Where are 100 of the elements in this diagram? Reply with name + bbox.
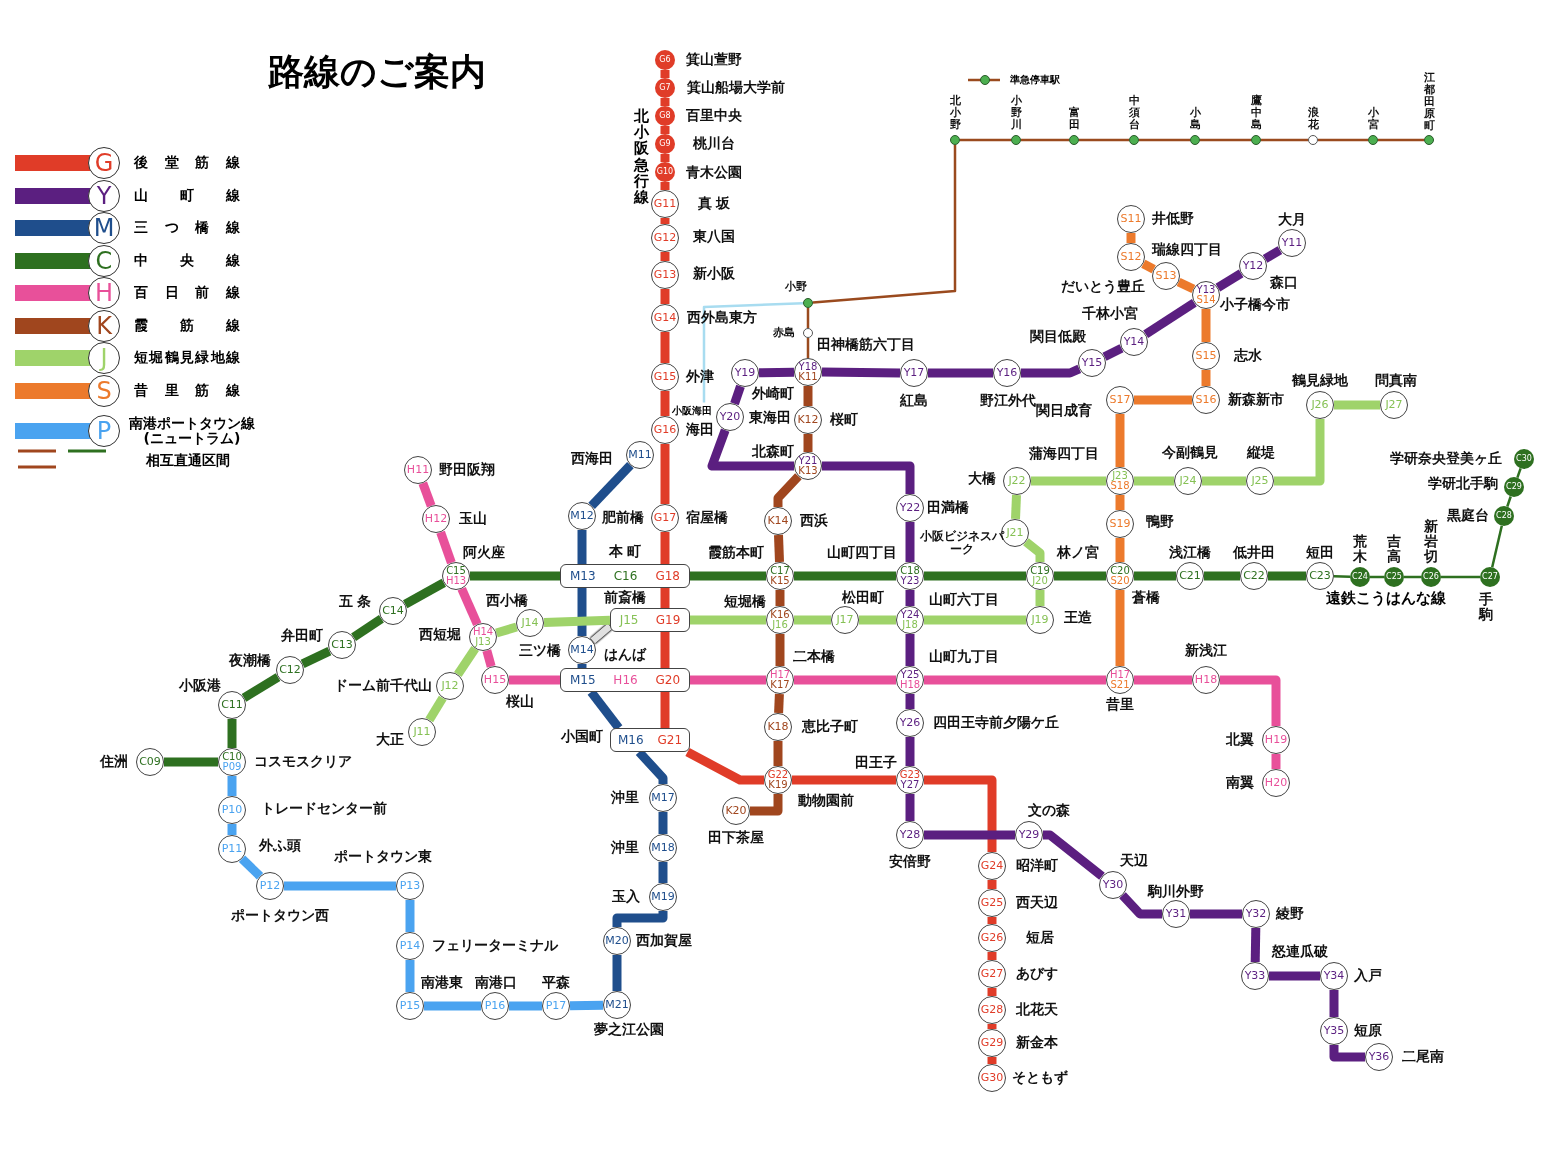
route-line [794, 675, 896, 685]
station-name: 低井田 [1233, 545, 1275, 561]
legend-label: 後堂筋線 [134, 155, 240, 171]
route-line [924, 775, 997, 852]
legend-label: 短堀鶴見緑地線 [134, 350, 240, 366]
station-name: 箕山船場大学前 [687, 80, 785, 96]
station-code: G7 [659, 83, 671, 93]
station-name: 井低野 [1152, 211, 1194, 227]
station-code: J27 [1385, 399, 1403, 411]
station-code: H14 [472, 626, 494, 637]
station-name: 東海田 [749, 410, 791, 426]
station-code: M11 [628, 449, 652, 461]
station-name: 学研北手駒 [1428, 476, 1498, 492]
station-code: C30 [1516, 454, 1532, 464]
station-name: 野田阪翔 [439, 462, 495, 478]
map-title: 路線のご案内 [268, 50, 486, 94]
station-name: 夜潮橋 [229, 653, 271, 669]
route-line [1250, 927, 1261, 963]
route-line [1176, 277, 1196, 294]
station-name: 動物園前 [798, 793, 854, 809]
legend-label: 霞筋線 [134, 318, 240, 334]
station-code: J24 [1179, 475, 1197, 487]
station-name: 森口 [1270, 275, 1298, 291]
route-line [660, 126, 670, 134]
station-name: 北小野 [949, 95, 961, 131]
station-code: S11 [1120, 213, 1142, 225]
station-name: 西小橋 [486, 593, 528, 609]
station-name: 宿屋橋 [686, 510, 728, 526]
station-code: J25 [1251, 475, 1269, 487]
route-line [227, 824, 237, 835]
route-line [1378, 138, 1424, 142]
station-code: Y36 [1368, 1051, 1390, 1063]
station-code: C25 [1386, 572, 1402, 582]
route-line [1115, 538, 1125, 562]
route-line [543, 615, 611, 627]
station-name: 入戸 [1354, 968, 1382, 984]
legend-label: 山町線 [134, 188, 240, 204]
route-line [436, 530, 456, 565]
station-name: 西海田 [571, 451, 613, 467]
route-line [803, 434, 813, 452]
station-code: J26 [1311, 399, 1329, 411]
route-line [1021, 364, 1082, 378]
station-name: 手駒 [1478, 592, 1494, 623]
station-code: G16 [653, 424, 677, 436]
station-name: 外崎町 [752, 386, 794, 402]
station-code: K13 [798, 466, 818, 477]
station-code: Y14 [1123, 336, 1145, 348]
station-name: 瑞線四丁目 [1152, 242, 1222, 258]
station-code: J17 [836, 614, 854, 626]
route-line [424, 1001, 481, 1011]
line-badge: J [88, 342, 120, 374]
route-line [1329, 990, 1339, 1017]
station-code: H20 [1264, 777, 1288, 789]
station-code: C13 [331, 639, 353, 651]
station-name: 蒲海四丁目 [1029, 446, 1099, 462]
station-code: C26 [1423, 572, 1439, 582]
station-name: 志水 [1234, 348, 1262, 364]
route-line [1011, 494, 1021, 520]
route-line [351, 615, 384, 641]
station-code: J15 [619, 613, 639, 627]
route-line [1201, 309, 1211, 342]
route-line [1271, 754, 1281, 769]
station-name: 本 町 [608, 544, 642, 560]
line-name-label: 北小阪急行線 [633, 108, 649, 206]
route-line [660, 391, 670, 416]
station-name: 肥前橋 [602, 510, 644, 526]
route-line [660, 532, 670, 564]
station-name: 新金本 [1016, 1035, 1058, 1051]
route-line [660, 252, 670, 261]
station-code: Y12 [1242, 260, 1264, 272]
route-line [987, 917, 997, 924]
station-name: 綾野 [1276, 906, 1304, 922]
line-name-label: 遠鉄こうはんな線 [1326, 588, 1446, 608]
station-name: 四田王寺前夕陽ケ丘 [933, 715, 1059, 731]
route-line [685, 748, 764, 785]
station-code: M13 [570, 569, 596, 583]
station-code: C10 [222, 751, 242, 762]
station-code: Y13 [1196, 284, 1216, 295]
line-badge: K [88, 310, 120, 342]
station-name: 鴨野 [1146, 514, 1174, 530]
station-code: C09 [139, 756, 161, 768]
route-line [470, 571, 560, 581]
station-code: C23 [1309, 570, 1331, 582]
station-name: 縦堤 [1247, 445, 1275, 461]
route-line [773, 741, 783, 766]
station-code: G11 [653, 198, 677, 210]
station-code: G10 [656, 167, 674, 177]
station-code: Y28 [899, 829, 921, 841]
route-line [1491, 525, 1503, 568]
route-line [730, 384, 745, 406]
station-code: Y19 [734, 367, 756, 379]
station-name: 田神橋筋六丁目 [817, 337, 915, 353]
station-name: 青木公園 [686, 165, 742, 181]
line-badge: M [88, 212, 120, 244]
route-line [660, 98, 670, 106]
station-name: 玉入 [612, 889, 640, 905]
route-line [987, 1024, 997, 1029]
route-line [1021, 138, 1069, 142]
station-code: K12 [797, 414, 819, 426]
station-name: 荒木 [1352, 533, 1368, 564]
